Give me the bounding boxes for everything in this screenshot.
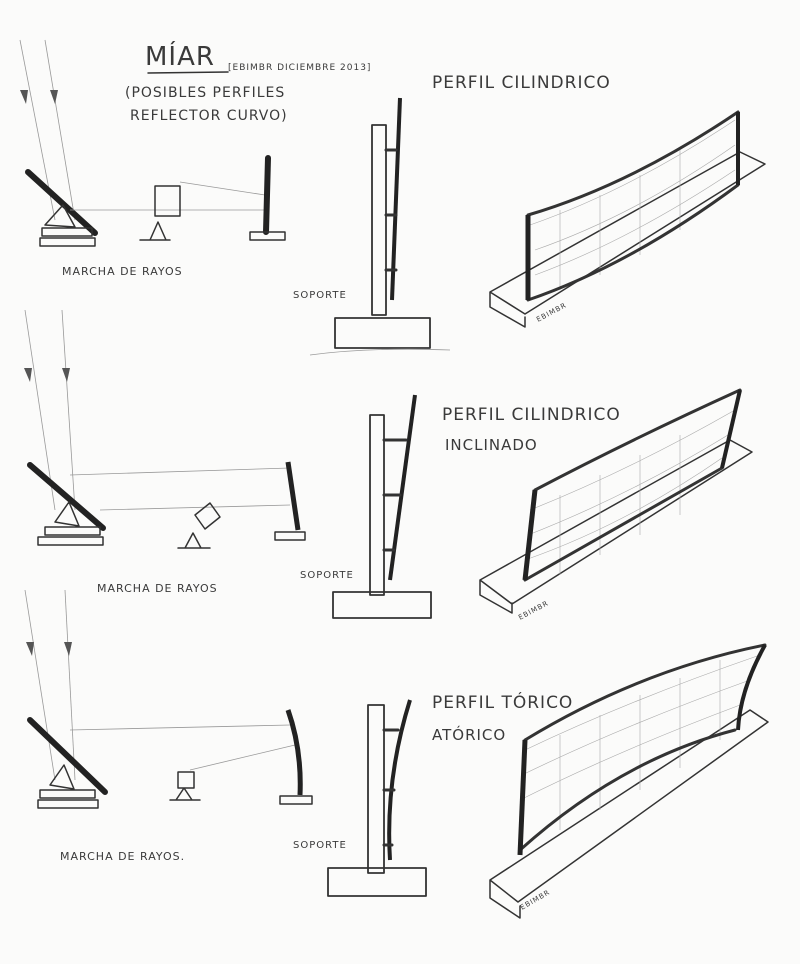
support-label: SOPORTE (300, 570, 354, 581)
support-diagram: SOPORTE (293, 97, 451, 356)
author-date: [EBIMBR DICIEMBRE 2013] (228, 63, 371, 73)
heliostat-mirror (25, 169, 98, 236)
subtitle-line1: (POSIBLES PERFILES (125, 85, 285, 101)
reflector-3d: EBIMBR (489, 643, 769, 919)
profile-title-line2: INCLINADO (445, 436, 538, 454)
title-underline (147, 71, 229, 74)
ray-diagram: MARCHA DE RAYOS. (24, 589, 313, 863)
reflector-3d: EBIMBR (489, 110, 766, 328)
ray-diagram: MARCHA DE RAYOS (19, 39, 286, 278)
row-1: MARCHA DE RAYOS SOPORTE EBIMBR PERFIL CI… (19, 39, 766, 356)
sun-ray-arrow-icon (24, 368, 70, 382)
profile-title-line1: PERFIL CILINDRICO (442, 405, 621, 425)
profile-title-line2: ATÓRICO (432, 725, 506, 744)
row-2: MARCHA DE RAYOS SOPORTE EBIMBR PERFIL CI… (24, 309, 753, 622)
rays-label: MARCHA DE RAYOS (97, 582, 218, 595)
sun-ray-arrow-icon (26, 642, 72, 656)
support-label: SOPORTE (293, 290, 347, 301)
subtitle-line2: REFLECTOR CURVO) (130, 108, 288, 124)
profile-title-line1: PERFIL TÓRICO (432, 691, 573, 713)
support-diagram: SOPORTE (300, 394, 432, 619)
base-mark: EBIMBR (519, 888, 552, 911)
support-diagram: SOPORTE (293, 699, 427, 897)
support-label: SOPORTE (293, 840, 347, 851)
rays-label: MARCHA DE RAYOS. (60, 850, 185, 863)
profile-title: PERFIL CILINDRICO (432, 73, 611, 93)
rays-label: MARCHA DE RAYOS (62, 265, 183, 278)
base-mark: EBIMBR (517, 599, 550, 622)
row-3: MARCHA DE RAYOS. SOPORTE EBIMBR PERFIL T… (24, 589, 769, 919)
receiver (139, 185, 181, 241)
sun-ray-arrow-icon (20, 90, 58, 104)
ray-diagram: MARCHA DE RAYOS (24, 309, 306, 595)
sketch-title: MÍAR (145, 40, 215, 72)
